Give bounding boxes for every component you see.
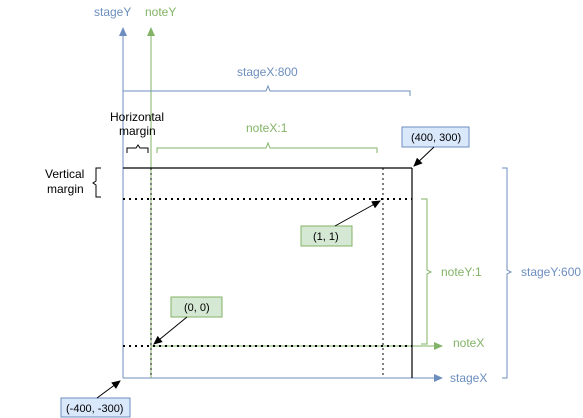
note-origin-box xyxy=(170,296,223,318)
stage-top-right-pointer xyxy=(413,146,435,167)
horizontal-margin-label-line1: Horizontal xyxy=(110,110,164,124)
stage-bottom-left-pointer xyxy=(96,380,121,399)
stage-y-brace xyxy=(502,167,513,379)
note-y-axis-label: noteY xyxy=(145,5,176,19)
note-y-dimension-label: noteY:1 xyxy=(441,265,482,279)
note-x-dimension-label: noteX:1 xyxy=(246,121,288,135)
stage-x-axis-label: stageX xyxy=(450,371,487,385)
note-x-axis-label: noteX xyxy=(453,336,484,350)
stage-bottom-left-label: (-400, -300) xyxy=(66,403,123,415)
stage-x-dimension-label: stageX:800 xyxy=(237,65,298,79)
note-origin-label: (0, 0) xyxy=(184,302,210,314)
note-one-one-label: (1, 1) xyxy=(313,231,339,243)
stage-x-brace xyxy=(122,84,411,96)
note-one-one-box xyxy=(300,225,353,247)
note-origin-pointer xyxy=(153,316,188,345)
stage-top-right-label: (400, 300) xyxy=(411,132,461,144)
vertical-margin-label-line1: Vertical xyxy=(45,167,84,181)
horizontal-margin-brace xyxy=(126,144,149,153)
stage-y-dimension-label: stageY:600 xyxy=(521,265,581,279)
note-x-brace xyxy=(156,141,378,153)
note-y-brace xyxy=(421,198,433,345)
note-one-one-pointer xyxy=(334,200,381,227)
horizontal-margin-label-line2: margin xyxy=(119,124,156,138)
vertical-margin-brace xyxy=(92,167,101,198)
stage-y-axis-label: stageY xyxy=(94,5,131,19)
stage-bottom-left-box xyxy=(60,397,131,418)
stage-top-right-box xyxy=(401,126,470,148)
vertical-margin-label-line2: margin xyxy=(47,182,84,196)
